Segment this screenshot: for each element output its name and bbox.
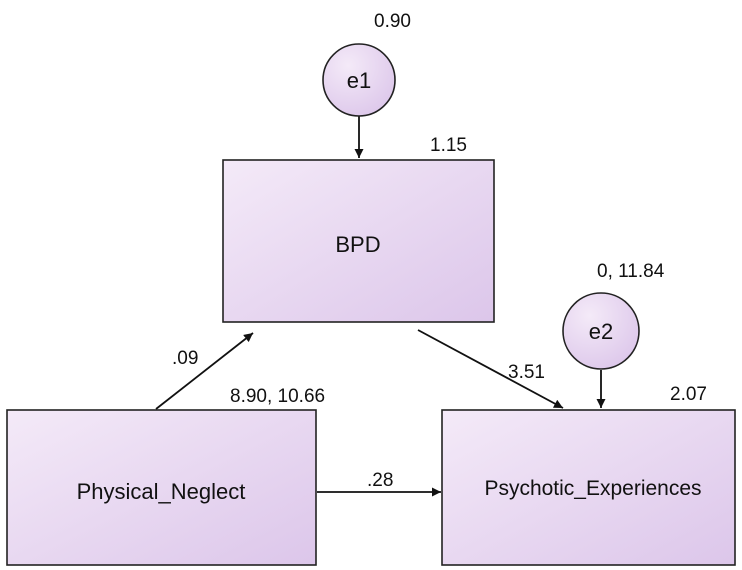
- node-e2-circle: [562, 292, 640, 370]
- edge-bpd-to-psychotic: [417, 329, 564, 409]
- node-e1-circle: [322, 43, 396, 117]
- e2-mean-variance: 0, 11.84: [597, 261, 665, 282]
- psychotic-intercept: 2.07: [670, 384, 707, 405]
- node-e2: e2: [562, 292, 640, 370]
- node-e2-label: e2: [589, 319, 613, 344]
- bpd-intercept: 1.15: [430, 135, 467, 156]
- node-bpd-label: BPD: [335, 232, 380, 257]
- edge-neglect-to-bpd: [155, 332, 254, 410]
- node-bpd-box: [222, 159, 495, 323]
- node-bpd: BPD: [222, 159, 495, 323]
- node-e1: e1: [322, 43, 396, 117]
- coef-neglect-to-psychotic: .28: [367, 470, 393, 491]
- e1-variance: 0.90: [374, 11, 411, 32]
- node-psychotic-experiences: Psychotic_Experiences: [441, 409, 736, 566]
- node-psychotic-experiences-label: Psychotic_Experiences: [484, 477, 701, 500]
- node-e1-label: e1: [347, 68, 371, 93]
- coef-bpd-to-psychotic: 3.51: [508, 362, 545, 383]
- coef-neglect-to-bpd: .09: [172, 348, 198, 369]
- physical-neglect-mean-variance: 8.90, 10.66: [230, 386, 325, 407]
- node-physical-neglect: Physical_Neglect: [6, 409, 317, 566]
- node-physical-neglect-label: Physical_Neglect: [77, 479, 246, 504]
- node-physical-neglect-box: [6, 409, 317, 566]
- node-psychotic-experiences-box: [441, 409, 736, 566]
